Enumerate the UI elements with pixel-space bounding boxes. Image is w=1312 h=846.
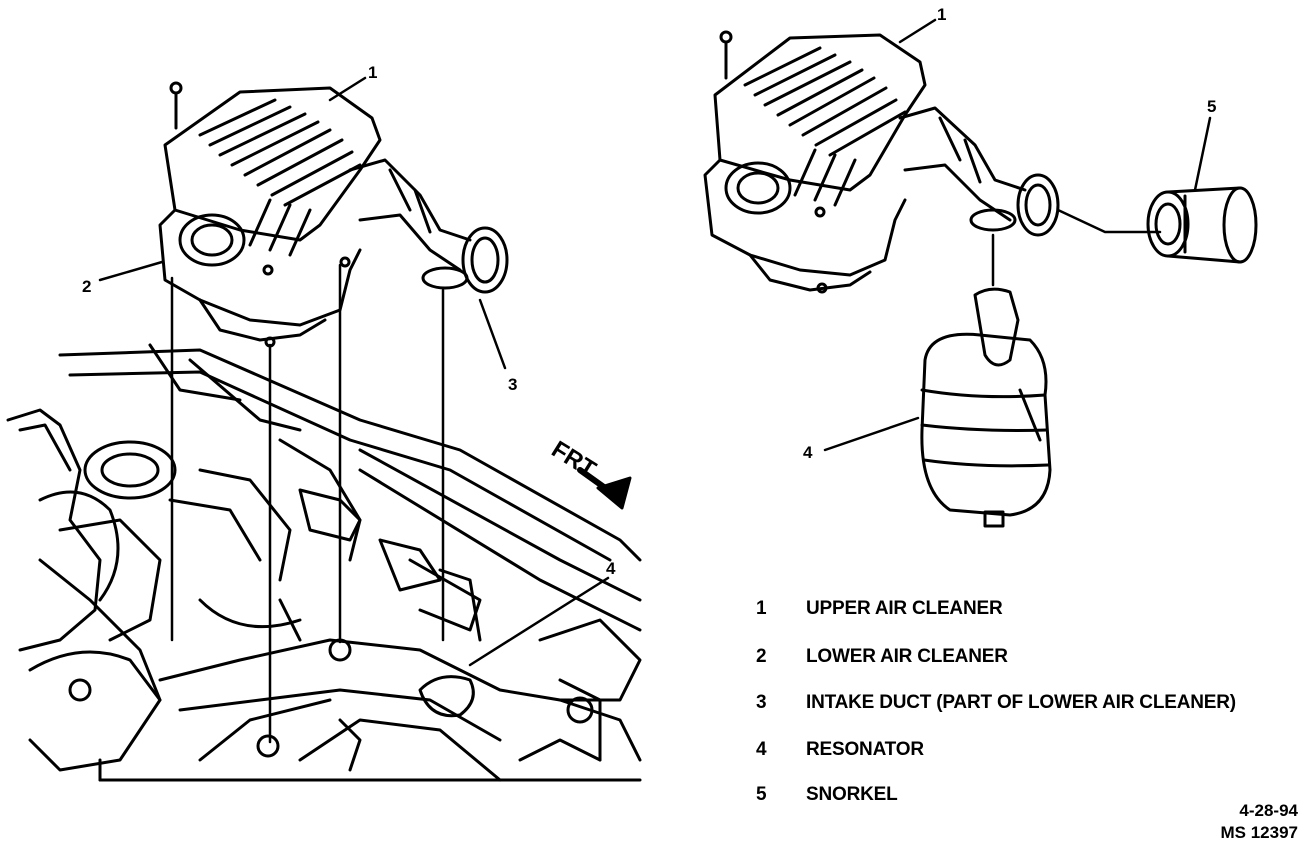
engine-bay-drawing — [6, 343, 642, 782]
legend-number: 4 — [756, 739, 767, 760]
left-air-cleaner — [158, 81, 509, 348]
callout-left-1: 1 — [368, 63, 377, 82]
legend-text: UPPER AIR CLEANER — [806, 598, 1003, 619]
left-leader-lines — [98, 76, 610, 744]
legend-number: 5 — [756, 784, 767, 805]
legend-text: INTAKE DUCT (PART OF LOWER AIR CLEANER) — [806, 692, 1236, 713]
drawing-stamp: 4-28-94 MS 12397 — [1221, 800, 1299, 844]
callout-left-3: 3 — [508, 375, 517, 394]
front-arrow — [577, 467, 632, 510]
snorkel-drawing — [1146, 186, 1258, 264]
callout-right-5: 5 — [1207, 97, 1216, 116]
legend-text: SNORKEL — [806, 784, 898, 805]
legend-number: 1 — [756, 598, 767, 619]
callout-left-4: 4 — [606, 559, 616, 578]
callout-right-1: 1 — [937, 5, 946, 24]
legend-text: LOWER AIR CLEANER — [806, 646, 1008, 667]
legend-number: 2 — [756, 646, 767, 667]
right-air-cleaner — [703, 30, 1060, 294]
right-leader-lines — [823, 18, 1212, 452]
callout-right-4: 4 — [803, 443, 813, 462]
callout-left-2: 2 — [82, 277, 91, 296]
legend-number: 3 — [756, 692, 767, 713]
stamp-code: MS 12397 — [1220, 823, 1299, 842]
resonator-drawing — [920, 287, 1052, 528]
stamp-date: 4-28-94 — [1239, 801, 1298, 820]
legend-text: RESONATOR — [806, 739, 924, 760]
